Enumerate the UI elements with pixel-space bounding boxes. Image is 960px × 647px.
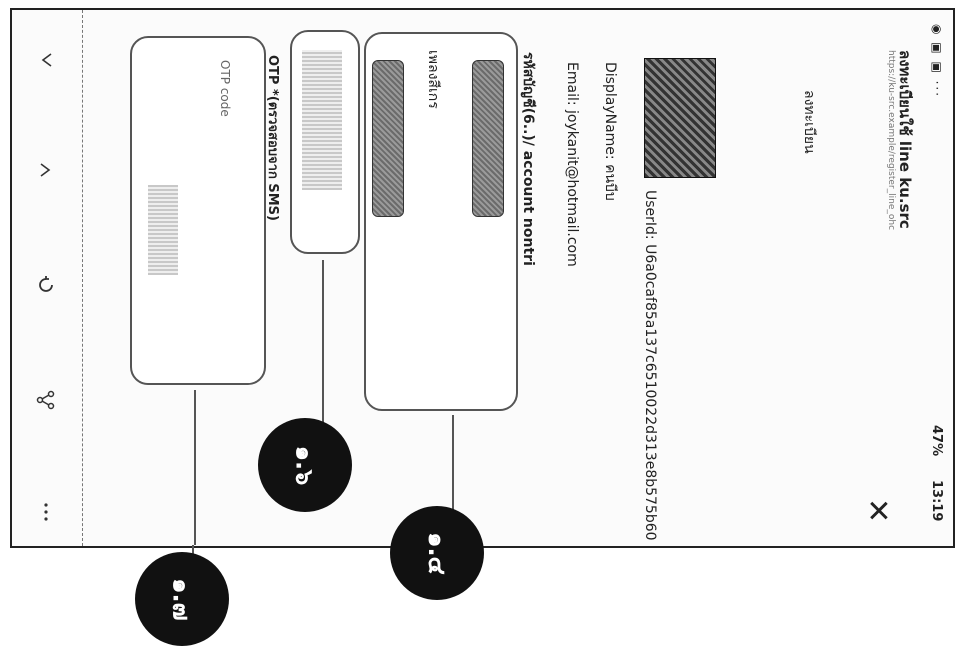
- chevron-up-icon[interactable]: [26, 40, 66, 80]
- display-name: DisplayName: คนบีบ: [602, 62, 618, 201]
- connector-1-7: [194, 390, 196, 545]
- status-icons: ◉ ▣ ▣ ···: [930, 24, 944, 99]
- close-icon[interactable]: ✕: [860, 498, 895, 524]
- form-heading: ลงทะเบียน: [801, 90, 817, 154]
- account-input-value: [302, 50, 342, 190]
- nav-divider: [82, 10, 83, 546]
- email: Email: joykanit@hotmail.com: [564, 62, 580, 267]
- page-title: ลงทะเบียนใช้ line ku.src: [896, 50, 914, 229]
- share-icon[interactable]: [26, 380, 66, 420]
- more-icon[interactable]: [26, 492, 66, 532]
- otp-code-scribble: [148, 185, 178, 275]
- chevron-down-icon[interactable]: [26, 150, 66, 190]
- phone-screen: ◉ ▣ ▣ ··· 47% 13:19 ลงทะเบียนใช้ line ku…: [10, 8, 955, 548]
- otp-label: OTP *(ตรวจสอบจาก SMS): [265, 55, 280, 221]
- otp-placeholder: OTP code: [218, 60, 232, 117]
- battery-level: 47%: [929, 425, 944, 457]
- annotation-badge-1-7: ๑.๗: [135, 552, 229, 646]
- register-label: เพลงสีเกร: [425, 50, 441, 109]
- clock: 13:19: [929, 480, 944, 522]
- page-url: https://ku-src.example/register_line_ohc: [886, 50, 896, 231]
- refresh-icon[interactable]: [26, 265, 66, 305]
- connector-1-4: [452, 415, 454, 545]
- annotation-badge-1-4: ๑.๔: [390, 506, 484, 600]
- avatar: [644, 58, 716, 178]
- connector-1-6: [322, 260, 324, 435]
- register-button-b[interactable]: [372, 60, 404, 217]
- user-id: UserId: U6a0caf85a137c6510022d313e8b575b…: [642, 190, 658, 541]
- annotation-badge-1-6: ๑.๖: [258, 418, 352, 512]
- account-label: รหัสบัญชี(6..)/ account nontri: [520, 52, 536, 266]
- register-button-a[interactable]: [472, 60, 504, 217]
